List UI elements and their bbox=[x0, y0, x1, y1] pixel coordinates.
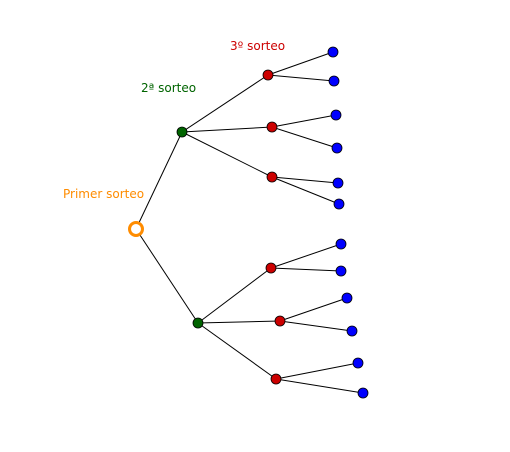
edge-third-1-1-to-leaf-2 bbox=[267, 74, 335, 82]
edge-third-2-2-to-leaf-2 bbox=[279, 320, 353, 332]
root-node bbox=[128, 221, 144, 237]
third-draw-node-2-2 bbox=[274, 315, 286, 327]
edge-third-1-3-to-leaf-1 bbox=[271, 176, 339, 184]
third-draw-node-1-3 bbox=[266, 171, 278, 183]
label-segundo-sorteo: 2ª sorteo bbox=[141, 81, 196, 95]
edge-root-to-second-1 bbox=[135, 131, 183, 230]
label-primer-sorteo: Primer sorteo bbox=[63, 187, 144, 201]
leaf-node-2-3-1 bbox=[352, 357, 364, 369]
leaf-node-1-2-1 bbox=[330, 109, 342, 121]
third-draw-node-1-1 bbox=[262, 69, 274, 81]
leaf-node-2-2-1 bbox=[341, 292, 353, 304]
second-draw-node-2 bbox=[192, 317, 204, 329]
edge-second-1-to-third-1 bbox=[181, 74, 269, 133]
third-draw-node-2-3 bbox=[270, 373, 282, 385]
edge-third-2-1-to-leaf-1 bbox=[270, 243, 342, 269]
leaf-node-1-3-1 bbox=[332, 177, 344, 189]
edge-third-2-2-to-leaf-1 bbox=[279, 297, 348, 322]
edge-second-2-to-third-2 bbox=[197, 320, 281, 324]
leaf-node-1-1-1 bbox=[327, 46, 339, 58]
third-draw-node-2-1 bbox=[265, 262, 277, 274]
edge-third-1-2-to-leaf-2 bbox=[271, 126, 338, 149]
edge-third-2-3-to-leaf-2 bbox=[275, 378, 364, 394]
leaf-node-1-1-2 bbox=[328, 75, 340, 87]
leaf-node-2-3-2 bbox=[357, 387, 369, 399]
edge-second-2-to-third-1 bbox=[197, 267, 272, 324]
edge-third-2-1-to-leaf-2 bbox=[270, 267, 342, 272]
edge-third-1-1-to-leaf-1 bbox=[267, 51, 334, 76]
third-draw-node-1-2 bbox=[266, 121, 278, 133]
leaf-node-2-1-1 bbox=[335, 238, 347, 250]
edge-third-2-3-to-leaf-1 bbox=[275, 362, 359, 380]
edge-third-1-2-to-leaf-1 bbox=[271, 114, 337, 128]
label-tercer-sorteo: 3º sorteo bbox=[230, 39, 285, 53]
leaf-node-2-1-2 bbox=[335, 265, 347, 277]
leaf-node-2-2-2 bbox=[346, 325, 358, 337]
leaf-node-1-2-2 bbox=[331, 142, 343, 154]
edge-second-1-to-third-3 bbox=[181, 131, 273, 178]
edge-second-1-to-third-2 bbox=[181, 126, 273, 133]
edge-root-to-second-2 bbox=[135, 228, 199, 324]
tree-edges bbox=[135, 51, 364, 394]
second-draw-node-1 bbox=[176, 126, 188, 138]
edge-third-1-3-to-leaf-2 bbox=[271, 176, 340, 205]
edge-second-2-to-third-3 bbox=[197, 322, 277, 380]
leaf-node-1-3-2 bbox=[333, 198, 345, 210]
tree-nodes bbox=[128, 46, 369, 399]
